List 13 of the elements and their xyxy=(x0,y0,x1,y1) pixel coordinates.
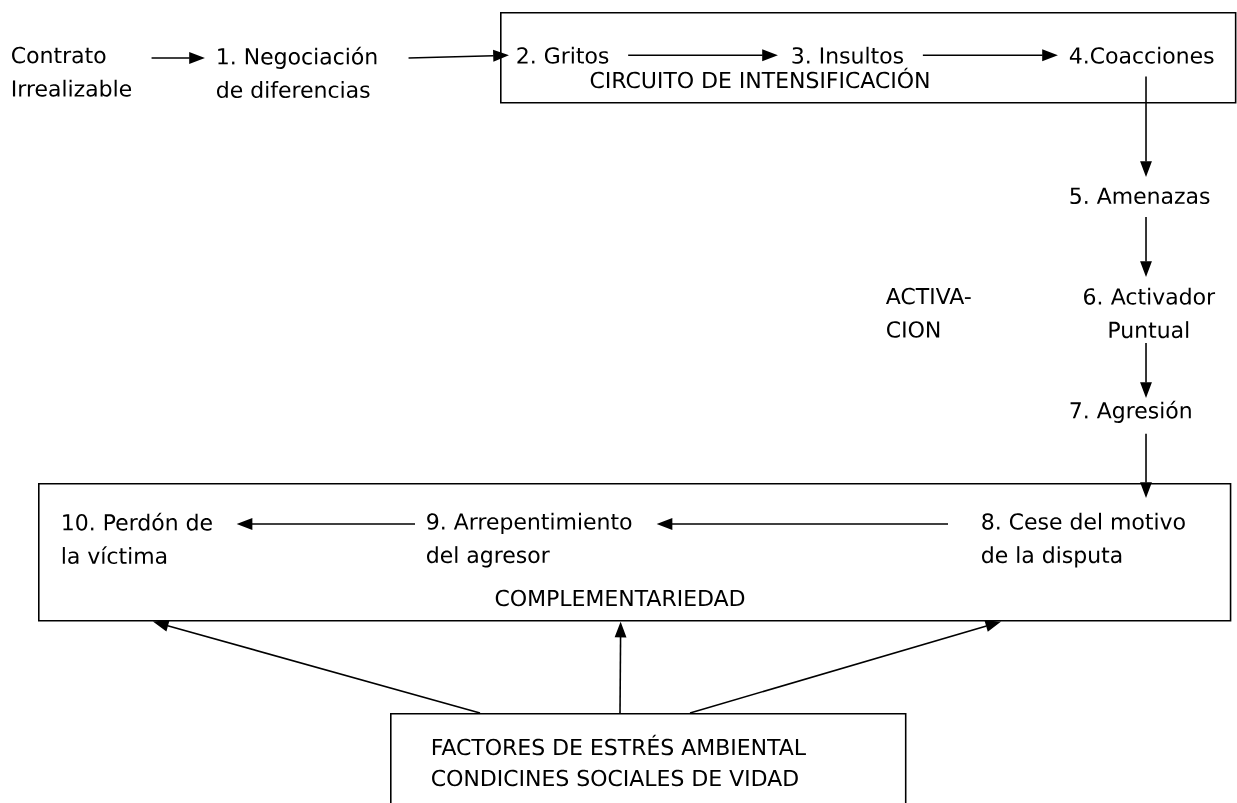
group-box: FACTORES DE ESTRÉS AMBIENTAL CONDICINES SOCIALES DE VIDAD xyxy=(390,713,907,803)
step-text: 2. Gritos xyxy=(517,46,609,64)
step-text: 7. Agresión xyxy=(1070,400,1191,423)
step-text: Contrato Irrealizable xyxy=(12,46,132,97)
step-text: 1. Negociación de diferencias xyxy=(217,46,377,99)
step-text: 9. Arrepentimiento del agresor xyxy=(427,512,632,568)
stage-label: ACTIVA- CION xyxy=(885,287,971,338)
step-text: 6. Activador Puntual xyxy=(1084,287,1216,339)
step-text: 3. Insultos xyxy=(792,46,903,64)
step-text: 8. Cese del motivo de la disputa xyxy=(982,512,1185,568)
step-text: 10. Perdón de la víctima xyxy=(62,512,212,565)
step-text: 4.Coacciones xyxy=(1069,46,1214,64)
step-text: 5. Amenazas xyxy=(1070,187,1210,205)
